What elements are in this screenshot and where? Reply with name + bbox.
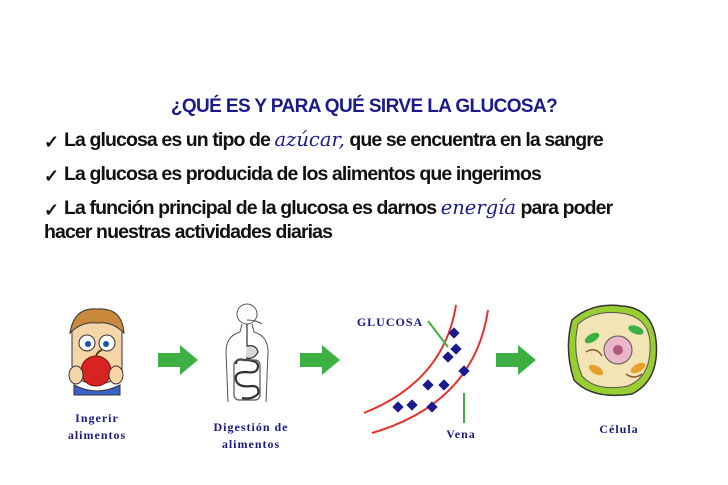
checkmark-icon: ✓ [44,132,59,152]
label-line2: alimentos [221,437,281,451]
bullet-list: ✓ La glucosa es un tipo de azúcar, que s… [44,128,724,254]
bullet-text: La glucosa es un tipo de [64,129,275,151]
label-digestion-alimentos: Digestión de alimentos [196,419,306,453]
bullet-item: ✓ La función principal de la glucosa es … [44,196,724,244]
bullet-text-line2: hacer nuestras actividades diarias [44,221,333,243]
label-ingerir-alimentos: Ingerir alimentos [52,410,142,444]
bullet-emphasis: energía [440,196,516,219]
vessel-wall-outer [363,304,457,414]
glucose-particles [392,327,470,413]
bullet-item: ✓ La glucosa es producida de los aliment… [44,162,724,186]
arrow-right-icon [158,345,198,375]
boy-eating-apple-icon [68,308,125,396]
bullet-text: La glucosa es producida de los alimentos… [64,163,542,185]
bullet-emphasis: azúcar, [274,128,345,151]
bullet-item: ✓ La glucosa es un tipo de azúcar, que s… [44,128,724,152]
bullet-text: que se encuentra en la sangre [344,129,603,151]
checkmark-icon: ✓ [44,166,59,186]
arrow-right-icon [496,345,536,375]
label-vena: Vena [446,427,476,441]
blood-vessel-glucose-icon [363,304,489,434]
label-glucosa: GLUCOSA [356,315,424,329]
cell-icon [567,304,658,397]
bullet-text: para poder [516,197,614,219]
bullet-text: La función principal de la glucosa es da… [64,197,441,219]
label-line2: alimentos [67,428,127,442]
label-celula: Célula [599,422,639,436]
label-line1: Digestión de [213,420,289,434]
label-line1: Ingerir [75,411,119,425]
arrow-right-icon [300,345,340,375]
page-title: ¿QUÉ ES Y PARA QUÉ SIRVE LA GLUCOSA? [170,96,558,117]
digestive-system-icon [225,303,269,403]
checkmark-icon: ✓ [44,200,59,220]
vessel-wall-inner [371,309,489,434]
